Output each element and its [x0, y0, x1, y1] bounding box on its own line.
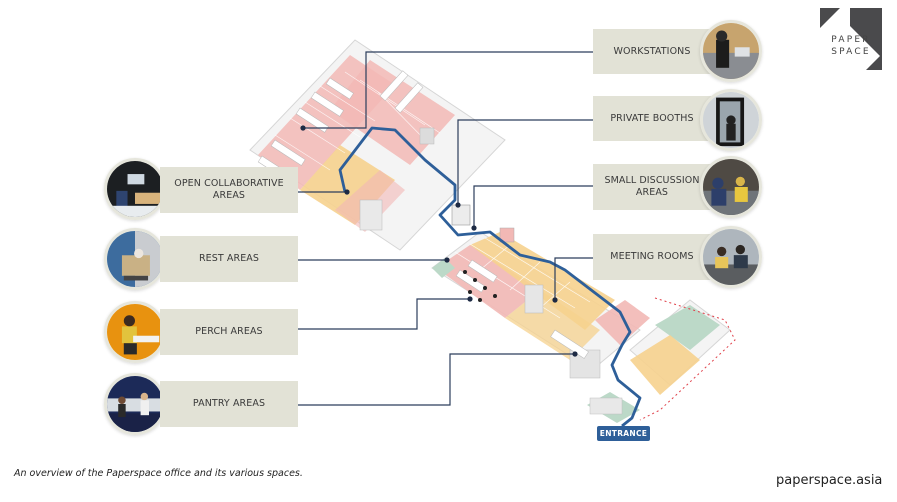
label-private-booths: PRIVATE BOOTHS [593, 96, 711, 141]
leader-private-booths [457, 119, 593, 205]
leader-small-discussion [473, 185, 593, 228]
perch-areas-photo [104, 301, 166, 363]
open-collaborative-photo [104, 158, 166, 220]
figure-caption: An overview of the Paperspace office and… [14, 468, 303, 479]
logo-text-line1: PAPER [831, 35, 871, 45]
label-pantry-areas: PANTRY AREAS [160, 381, 298, 427]
circulation-route [338, 126, 642, 428]
meeting-rooms-photo [700, 226, 762, 288]
entrance-label: ENTRANCE [597, 426, 650, 441]
leader-pantry-areas [298, 353, 575, 406]
entrance-wing [587, 297, 736, 423]
leader-meeting-rooms [554, 257, 593, 300]
rest-areas-photo [104, 228, 166, 290]
logo-text-line2: SPACE [831, 47, 871, 57]
leader-workstations [303, 51, 593, 129]
leader-perch-areas [298, 298, 470, 330]
pantry-areas-photo [104, 373, 166, 435]
leader-lines [298, 51, 593, 406]
label-perch-areas: PERCH AREAS [160, 309, 298, 355]
upper-wing [249, 39, 506, 251]
leader-dots [300, 125, 578, 357]
logo-mark-icon [820, 8, 882, 70]
label-rest-areas: REST AREAS [160, 236, 298, 282]
small-discussion-photo [700, 156, 762, 218]
paperspace-logo: PAPER SPACE [820, 8, 882, 70]
lower-wing [431, 231, 650, 379]
label-workstations: WORKSTATIONS [593, 29, 711, 74]
private-booth-unit [451, 204, 471, 226]
label-open-collaborative-areas: OPEN COLLABORATIVE AREAS [160, 167, 298, 213]
private-booths-photo [700, 89, 762, 151]
label-small-discussion-areas: SMALL DISCUSSION AREAS [593, 164, 711, 210]
website-link[interactable]: paperspace.asia [776, 473, 883, 488]
label-meeting-rooms: MEETING ROOMS [593, 234, 711, 280]
workstations-photo [700, 20, 762, 82]
